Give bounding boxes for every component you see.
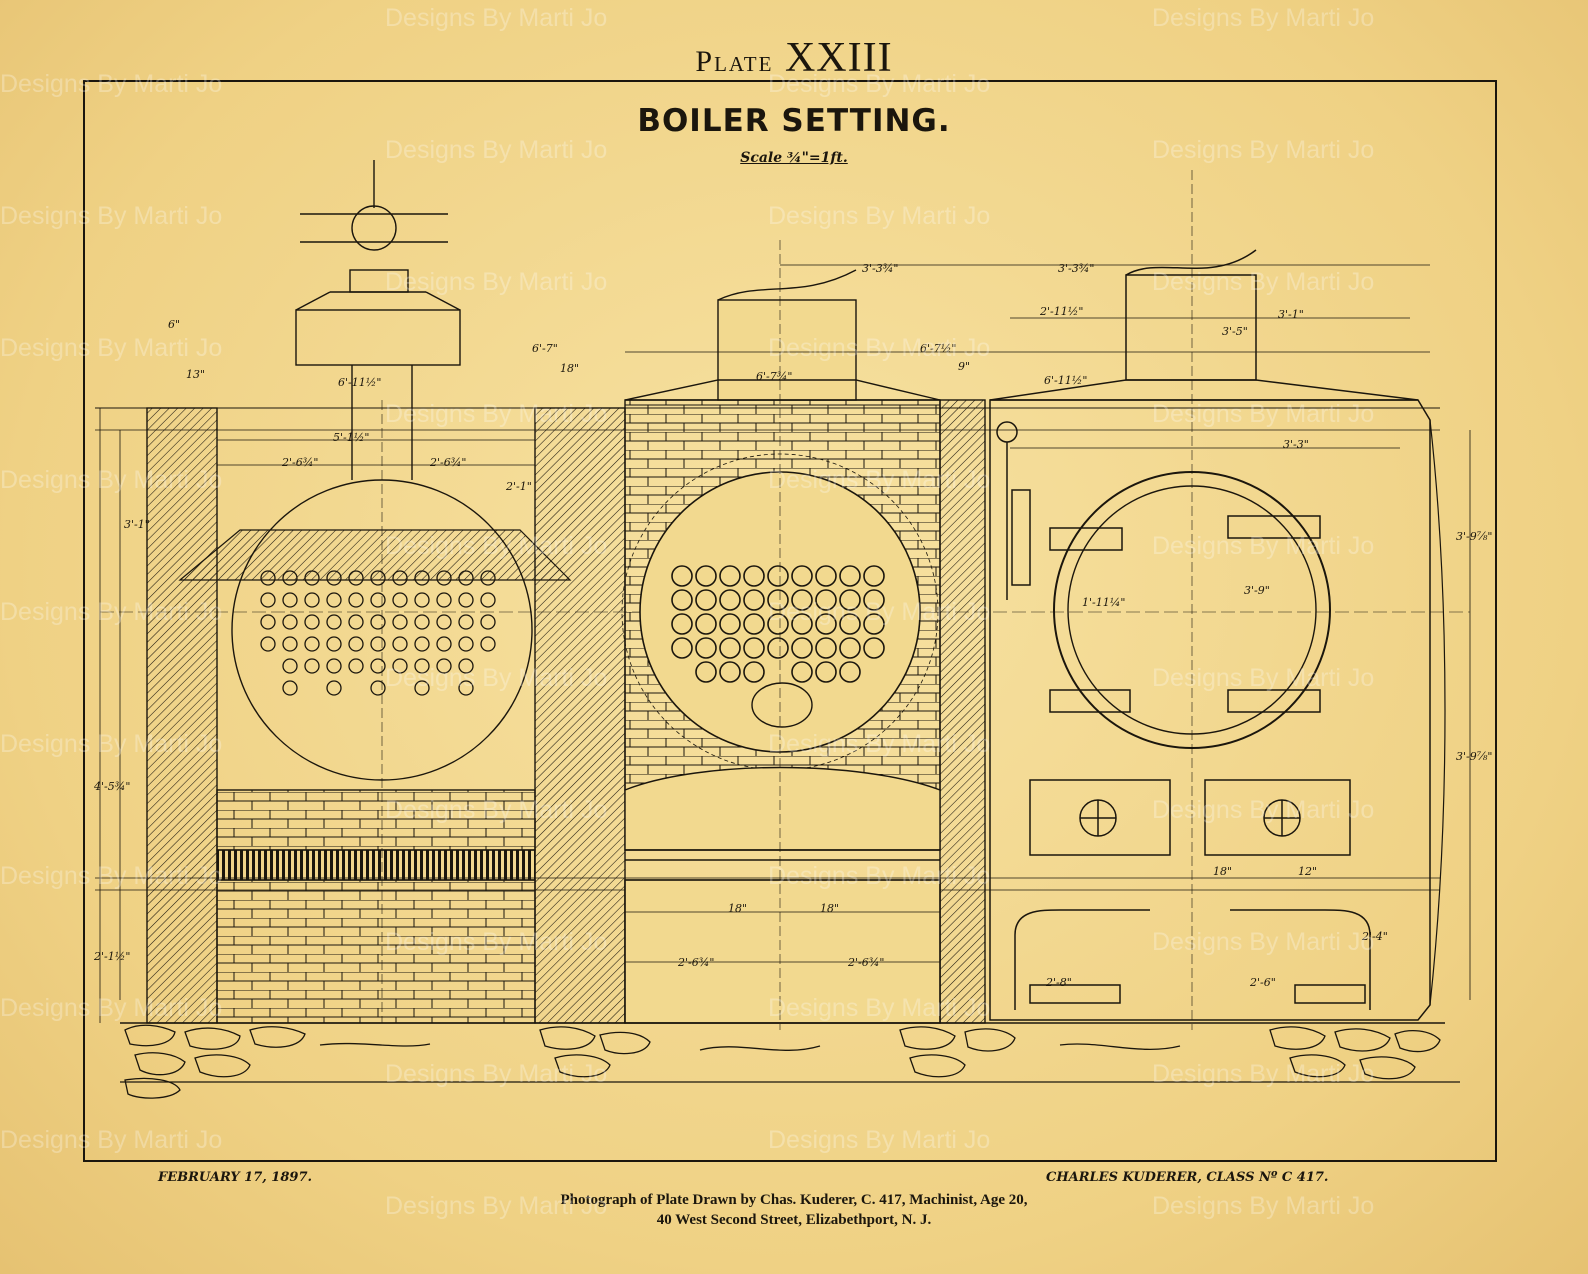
dim-label: 2'-8" [1045,976,1072,989]
left-bridge-brick [216,789,536,851]
dim-label: 6'-7¾" [756,370,792,383]
scale-note: Scale ¾"=1ft. [0,150,1588,166]
caption-line-2: 40 West Second Street, Elizabethport, N.… [656,1212,932,1228]
drawing-title: BOILER SETTING. [637,103,951,139]
dim-label: 3'-1" [1278,308,1304,321]
dim-label: 2'-6¾" [677,956,714,969]
dim-label: 3'-9" [1244,584,1270,597]
drawing-date: FEBRUARY 17, 1897. [158,1170,313,1185]
dim-label: 2'-1½" [93,950,130,963]
left-grate [216,849,536,881]
middle-right-wall [939,399,986,1024]
drawing-frame [83,80,1497,1162]
dim-label: 6'-7½" [920,342,956,355]
dim-label: 2'-6¾" [281,456,318,469]
dim-label: 6'-11½" [1044,374,1087,387]
dim-label: 3'-5" [1222,325,1248,338]
scale-text: Scale ¾"=1ft. [740,150,848,166]
dim-label: 18" [728,902,747,915]
dim-label: 2'-1" [505,480,532,493]
right-section [989,170,1471,1030]
caption-line-1: Photograph of Plate Drawn by Chas. Kuder… [560,1192,1028,1208]
dim-label: 3'-9⅞" [1456,530,1492,543]
dim-label: 6" [168,318,180,331]
left-wall-inner [534,407,626,1024]
left-lower-brick [216,879,536,1024]
dimension-labels: 3'-3¾" 3'-3¾" 6'-7" 6'-7½" 5'-1½" 2'-6¾"… [93,262,1492,989]
dim-label: 2'-6¾" [847,956,884,969]
dim-label: 2'-6¾" [429,456,466,469]
plate-title: Plate XXIII [0,34,1588,82]
dim-label: 6'-7" [532,342,558,355]
dim-label: 2'-6" [1249,976,1276,989]
dim-label: 13" [186,368,205,381]
dim-label: 3'-3¾" [1058,262,1094,275]
left-section [95,160,1470,1024]
middle-tubes [671,565,885,683]
dim-label: 3'-3" [1283,438,1309,451]
dim-label: 2'-4" [1361,930,1388,943]
plate-prefix: Plate [695,45,774,78]
dim-label: 3'-1" [124,518,150,531]
drawing-signature: CHARLES KUDERER, CLASS Nº C 417. [1046,1170,1329,1185]
dim-label: 2'-11½" [1039,305,1083,318]
dim-label: 4'-5¾" [93,780,130,793]
dim-label: 9" [958,360,970,373]
dim-label: 1'-11¼" [1082,596,1125,609]
dim-label: 18" [820,902,839,915]
dim-label: 12" [1298,865,1317,878]
plate-numeral: XXIII [784,35,893,81]
dim-label: 3'-3¾" [862,262,898,275]
dim-label: 5'-1½" [333,431,369,444]
dim-label: 6'-11½" [338,376,381,389]
dim-label: 3'-9⅞" [1456,750,1492,763]
dim-label: 18" [1213,865,1232,878]
left-tubes [260,570,496,696]
dim-label: 18" [560,362,579,375]
foundation [120,1022,1460,1099]
caption: Photograph of Plate Drawn by Chas. Kuder… [0,1190,1588,1230]
left-wall-outer [146,407,218,1024]
